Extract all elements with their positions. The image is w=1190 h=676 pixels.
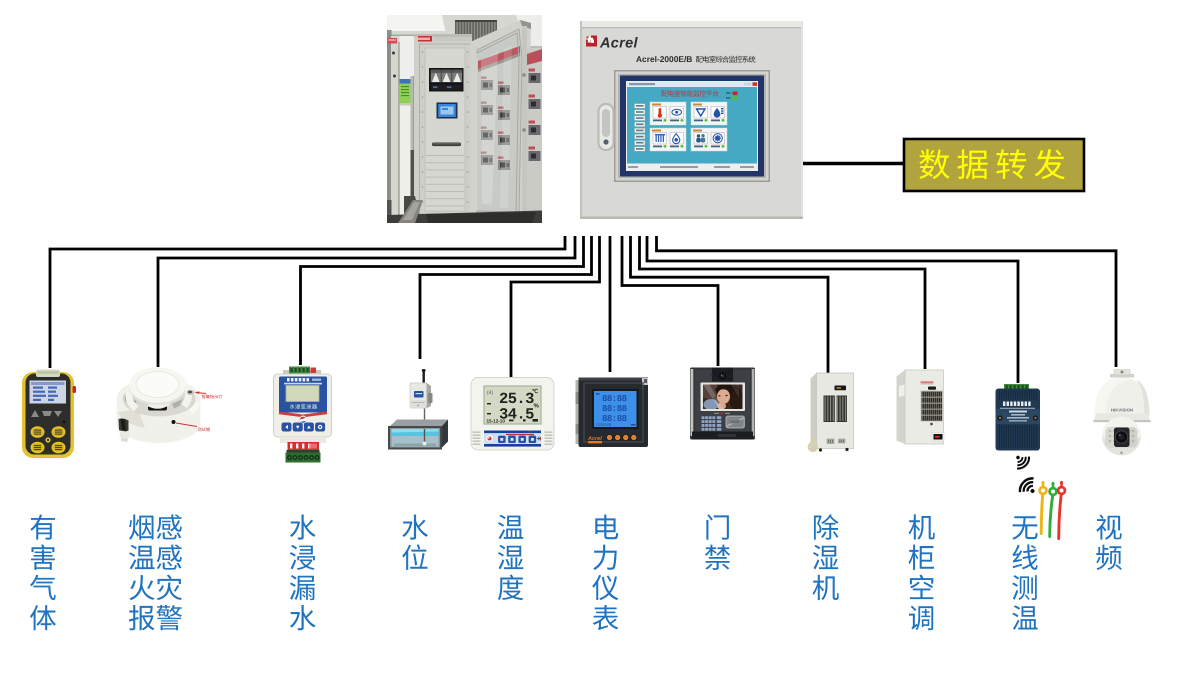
svg-text:88:88: 88:88 xyxy=(602,404,627,414)
svg-text:88:88: 88:88 xyxy=(602,394,627,404)
svg-text:HIKVISION: HIKVISION xyxy=(1111,408,1133,413)
svg-text:34.5: 34.5 xyxy=(499,406,534,424)
svg-text:(4): (4) xyxy=(487,390,493,396)
svg-text:Acrel-2000E/B: Acrel-2000E/B xyxy=(636,54,692,64)
svg-text:15-12-10: 15-12-10 xyxy=(487,419,506,424)
svg-text:88:88: 88:88 xyxy=(602,414,627,424)
svg-text:25.3: 25.3 xyxy=(499,390,534,408)
svg-text:Acrel: Acrel xyxy=(599,36,638,52)
svg-text:Acrel: Acrel xyxy=(587,436,602,442)
svg-text:℃: ℃ xyxy=(532,388,538,395)
svg-text:1234568: 1234568 xyxy=(596,422,612,427)
svg-text:%: % xyxy=(534,403,540,410)
